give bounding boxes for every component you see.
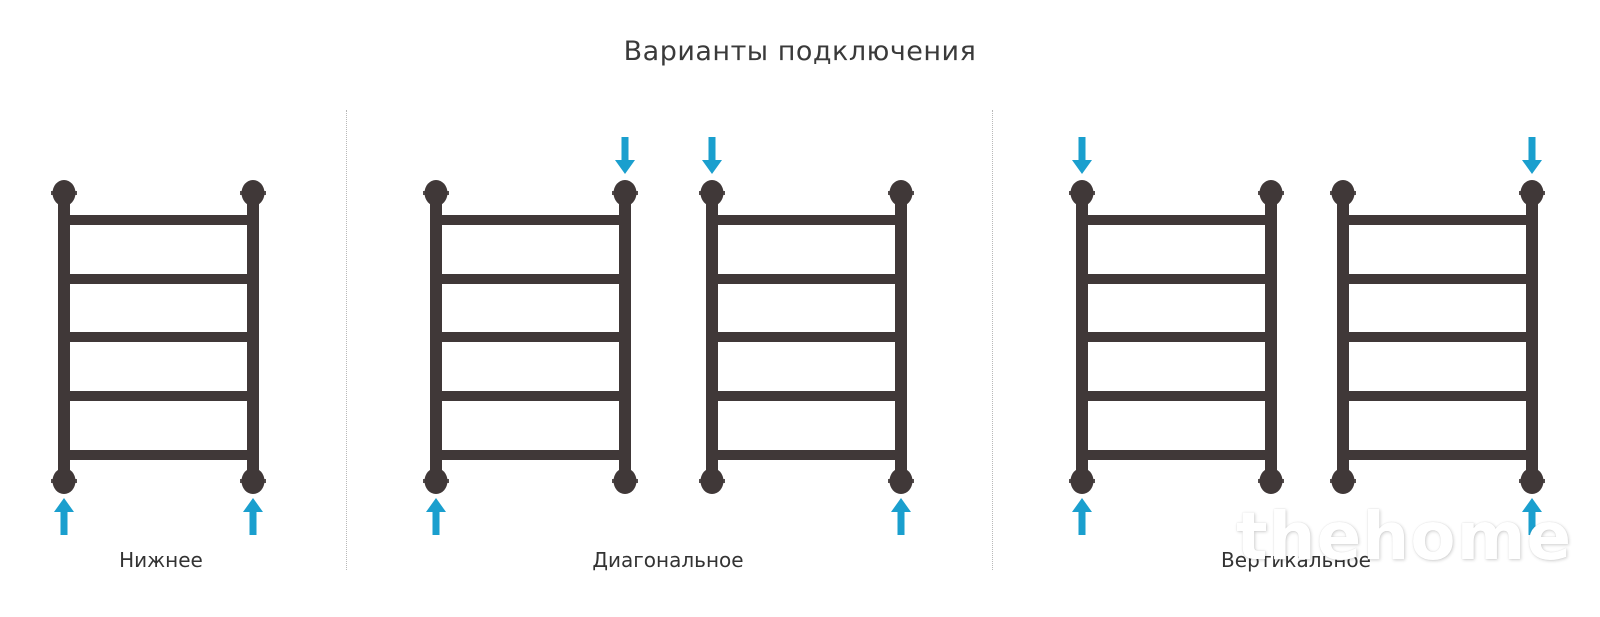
- radiator-cap-band: [1069, 479, 1095, 483]
- radiator-rung: [1343, 274, 1532, 284]
- radiator-rung: [712, 332, 901, 342]
- radiator-cap-band: [423, 191, 449, 195]
- radiator-rung: [712, 215, 901, 225]
- radiator-post-right: [1265, 187, 1277, 487]
- radiator-rung: [436, 391, 625, 401]
- radiator-1-1: [51, 180, 266, 494]
- radiator-cap-band: [888, 191, 914, 195]
- radiator-post-right: [247, 187, 259, 487]
- radiator-cap-band: [699, 479, 725, 483]
- inlet-arrow-up-icon: [1522, 498, 1542, 535]
- radiator-rung: [1082, 274, 1271, 284]
- radiator-3-2: [1330, 180, 1545, 494]
- radiator-cap-band: [423, 479, 449, 483]
- radiator-rung: [1082, 215, 1271, 225]
- radiator-rung: [712, 274, 901, 284]
- radiator-rung: [712, 450, 901, 460]
- radiator-rung: [436, 274, 625, 284]
- radiator-rung: [1343, 450, 1532, 460]
- radiator-rung: [64, 332, 253, 342]
- radiator-cap-band: [1069, 191, 1095, 195]
- inlet-arrow-down-icon: [615, 137, 635, 174]
- radiator-rung: [64, 215, 253, 225]
- radiator-3-1: [1069, 180, 1284, 494]
- radiator-cap-band: [1330, 191, 1356, 195]
- radiator-rung: [1343, 332, 1532, 342]
- radiator-cap-band: [240, 479, 266, 483]
- radiator-2-2: [699, 180, 914, 494]
- label-vertical-connection: Вертикальное: [1221, 548, 1371, 572]
- inlet-arrow-up-icon: [891, 498, 911, 535]
- radiator-rung: [1343, 391, 1532, 401]
- radiator-rung: [64, 391, 253, 401]
- radiator-post-right: [895, 187, 907, 487]
- radiator-cap-band: [1519, 479, 1545, 483]
- radiator-2-1: [423, 180, 638, 494]
- radiator-rung: [64, 274, 253, 284]
- inlet-arrow-up-icon: [54, 498, 74, 535]
- radiator-cap-band: [699, 191, 725, 195]
- inlet-arrow-up-icon: [426, 498, 446, 535]
- radiator-cap-band: [1330, 479, 1356, 483]
- radiator-rung: [1082, 450, 1271, 460]
- inlet-arrow-up-icon: [243, 498, 263, 535]
- watermark-logo: thehome: [1236, 498, 1573, 575]
- radiator-cap-band: [51, 479, 77, 483]
- radiator-cap-band: [612, 479, 638, 483]
- divider-2: [992, 110, 993, 570]
- radiator-rung: [1082, 391, 1271, 401]
- divider-1: [346, 110, 347, 570]
- radiator-post-right: [619, 187, 631, 487]
- radiator-rung: [436, 215, 625, 225]
- radiator-rung: [1082, 332, 1271, 342]
- radiator-cap-band: [51, 191, 77, 195]
- label-diagonal-connection: Диагональное: [592, 548, 744, 572]
- radiator-rung: [64, 450, 253, 460]
- radiator-cap-band: [1258, 191, 1284, 195]
- inlet-arrow-up-icon: [1072, 498, 1092, 535]
- label-bottom-connection: Нижнее: [119, 548, 203, 572]
- radiator-post-left: [58, 187, 70, 487]
- page-title: Варианты подключения: [623, 36, 977, 67]
- radiator-post-left: [430, 187, 442, 487]
- radiator-cap-band: [888, 479, 914, 483]
- radiator-cap-band: [612, 191, 638, 195]
- radiator-rung: [1343, 215, 1532, 225]
- radiator-cap-band: [1258, 479, 1284, 483]
- radiator-rung: [436, 450, 625, 460]
- radiator-cap-band: [240, 191, 266, 195]
- radiator-rung: [436, 332, 625, 342]
- radiator-post-left: [1337, 187, 1349, 487]
- inlet-arrow-down-icon: [1522, 137, 1542, 174]
- inlet-arrow-down-icon: [1072, 137, 1092, 174]
- radiator-post-left: [706, 187, 718, 487]
- radiator-post-left: [1076, 187, 1088, 487]
- inlet-arrow-down-icon: [702, 137, 722, 174]
- radiator-cap-band: [1519, 191, 1545, 195]
- radiator-post-right: [1526, 187, 1538, 487]
- radiator-rung: [712, 391, 901, 401]
